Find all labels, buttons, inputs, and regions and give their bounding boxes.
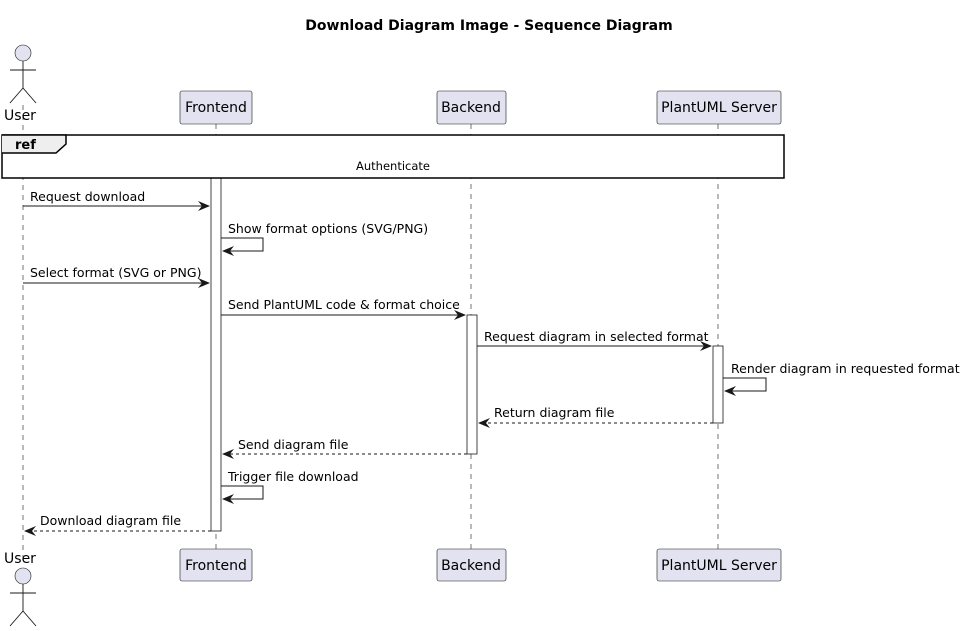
- backend-box-bottom: Backend: [436, 548, 507, 582]
- message-send-code-format: Send PlantUML code & format choice: [221, 297, 466, 320]
- plantuml-label-bottom: PlantUML Server: [661, 558, 777, 574]
- message-label: Return diagram file: [494, 405, 615, 420]
- plantuml-box-bottom: PlantUML Server: [656, 548, 782, 582]
- backend-activation: [466, 314, 478, 455]
- plantuml-activation: [712, 345, 724, 424]
- frontend-box-bottom: Frontend: [179, 548, 253, 582]
- diagram-title: Download Diagram Image - Sequence Diagra…: [305, 18, 672, 34]
- actor-head-icon: [14, 567, 32, 585]
- message-show-format-options: Show format options (SVG/PNG): [221, 221, 428, 256]
- message-label: Select format (SVG or PNG): [30, 265, 201, 280]
- ref-frame: ref Authenticate: [1, 134, 785, 179]
- user-actor-bottom: [9, 567, 37, 627]
- message-label: Show format options (SVG/PNG): [228, 221, 428, 236]
- actor-head-icon: [14, 44, 32, 62]
- message-render-diagram: Render diagram in requested format: [723, 361, 960, 396]
- ref-tag: ref: [15, 138, 36, 153]
- frontend-activation: [210, 134, 222, 532]
- message-label: Render diagram in requested format: [731, 361, 960, 376]
- message-return-diagram: Return diagram file: [478, 405, 713, 428]
- backend-box-top: Backend: [436, 90, 507, 125]
- message-request-download: Request download: [23, 189, 210, 211]
- user-label-top: User: [4, 108, 36, 124]
- message-label: Send PlantUML code & format choice: [228, 297, 460, 312]
- message-label: Download diagram file: [40, 513, 181, 528]
- message-label: Request diagram in selected format: [484, 329, 709, 344]
- ref-label: Authenticate: [356, 159, 430, 173]
- backend-label-top: Backend: [441, 100, 501, 116]
- user-label-bottom: User: [4, 551, 36, 567]
- plantuml-box-top: PlantUML Server: [656, 90, 782, 125]
- message-download-diagram-file: Download diagram file: [24, 513, 211, 536]
- backend-label-bottom: Backend: [441, 558, 501, 574]
- message-trigger-download: Trigger file download: [221, 469, 359, 504]
- message-select-format: Select format (SVG or PNG): [23, 265, 210, 288]
- message-request-diagram: Request diagram in selected format: [477, 329, 712, 351]
- message-label: Request download: [30, 189, 145, 204]
- message-label: Send diagram file: [238, 437, 349, 452]
- message-send-diagram-file: Send diagram file: [222, 437, 467, 459]
- frontend-label-top: Frontend: [185, 100, 247, 116]
- message-label: Trigger file download: [227, 469, 359, 484]
- user-actor-top: [9, 44, 37, 104]
- frontend-label-bottom: Frontend: [185, 558, 247, 574]
- frontend-box-top: Frontend: [179, 90, 253, 125]
- plantuml-label-top: PlantUML Server: [661, 100, 777, 116]
